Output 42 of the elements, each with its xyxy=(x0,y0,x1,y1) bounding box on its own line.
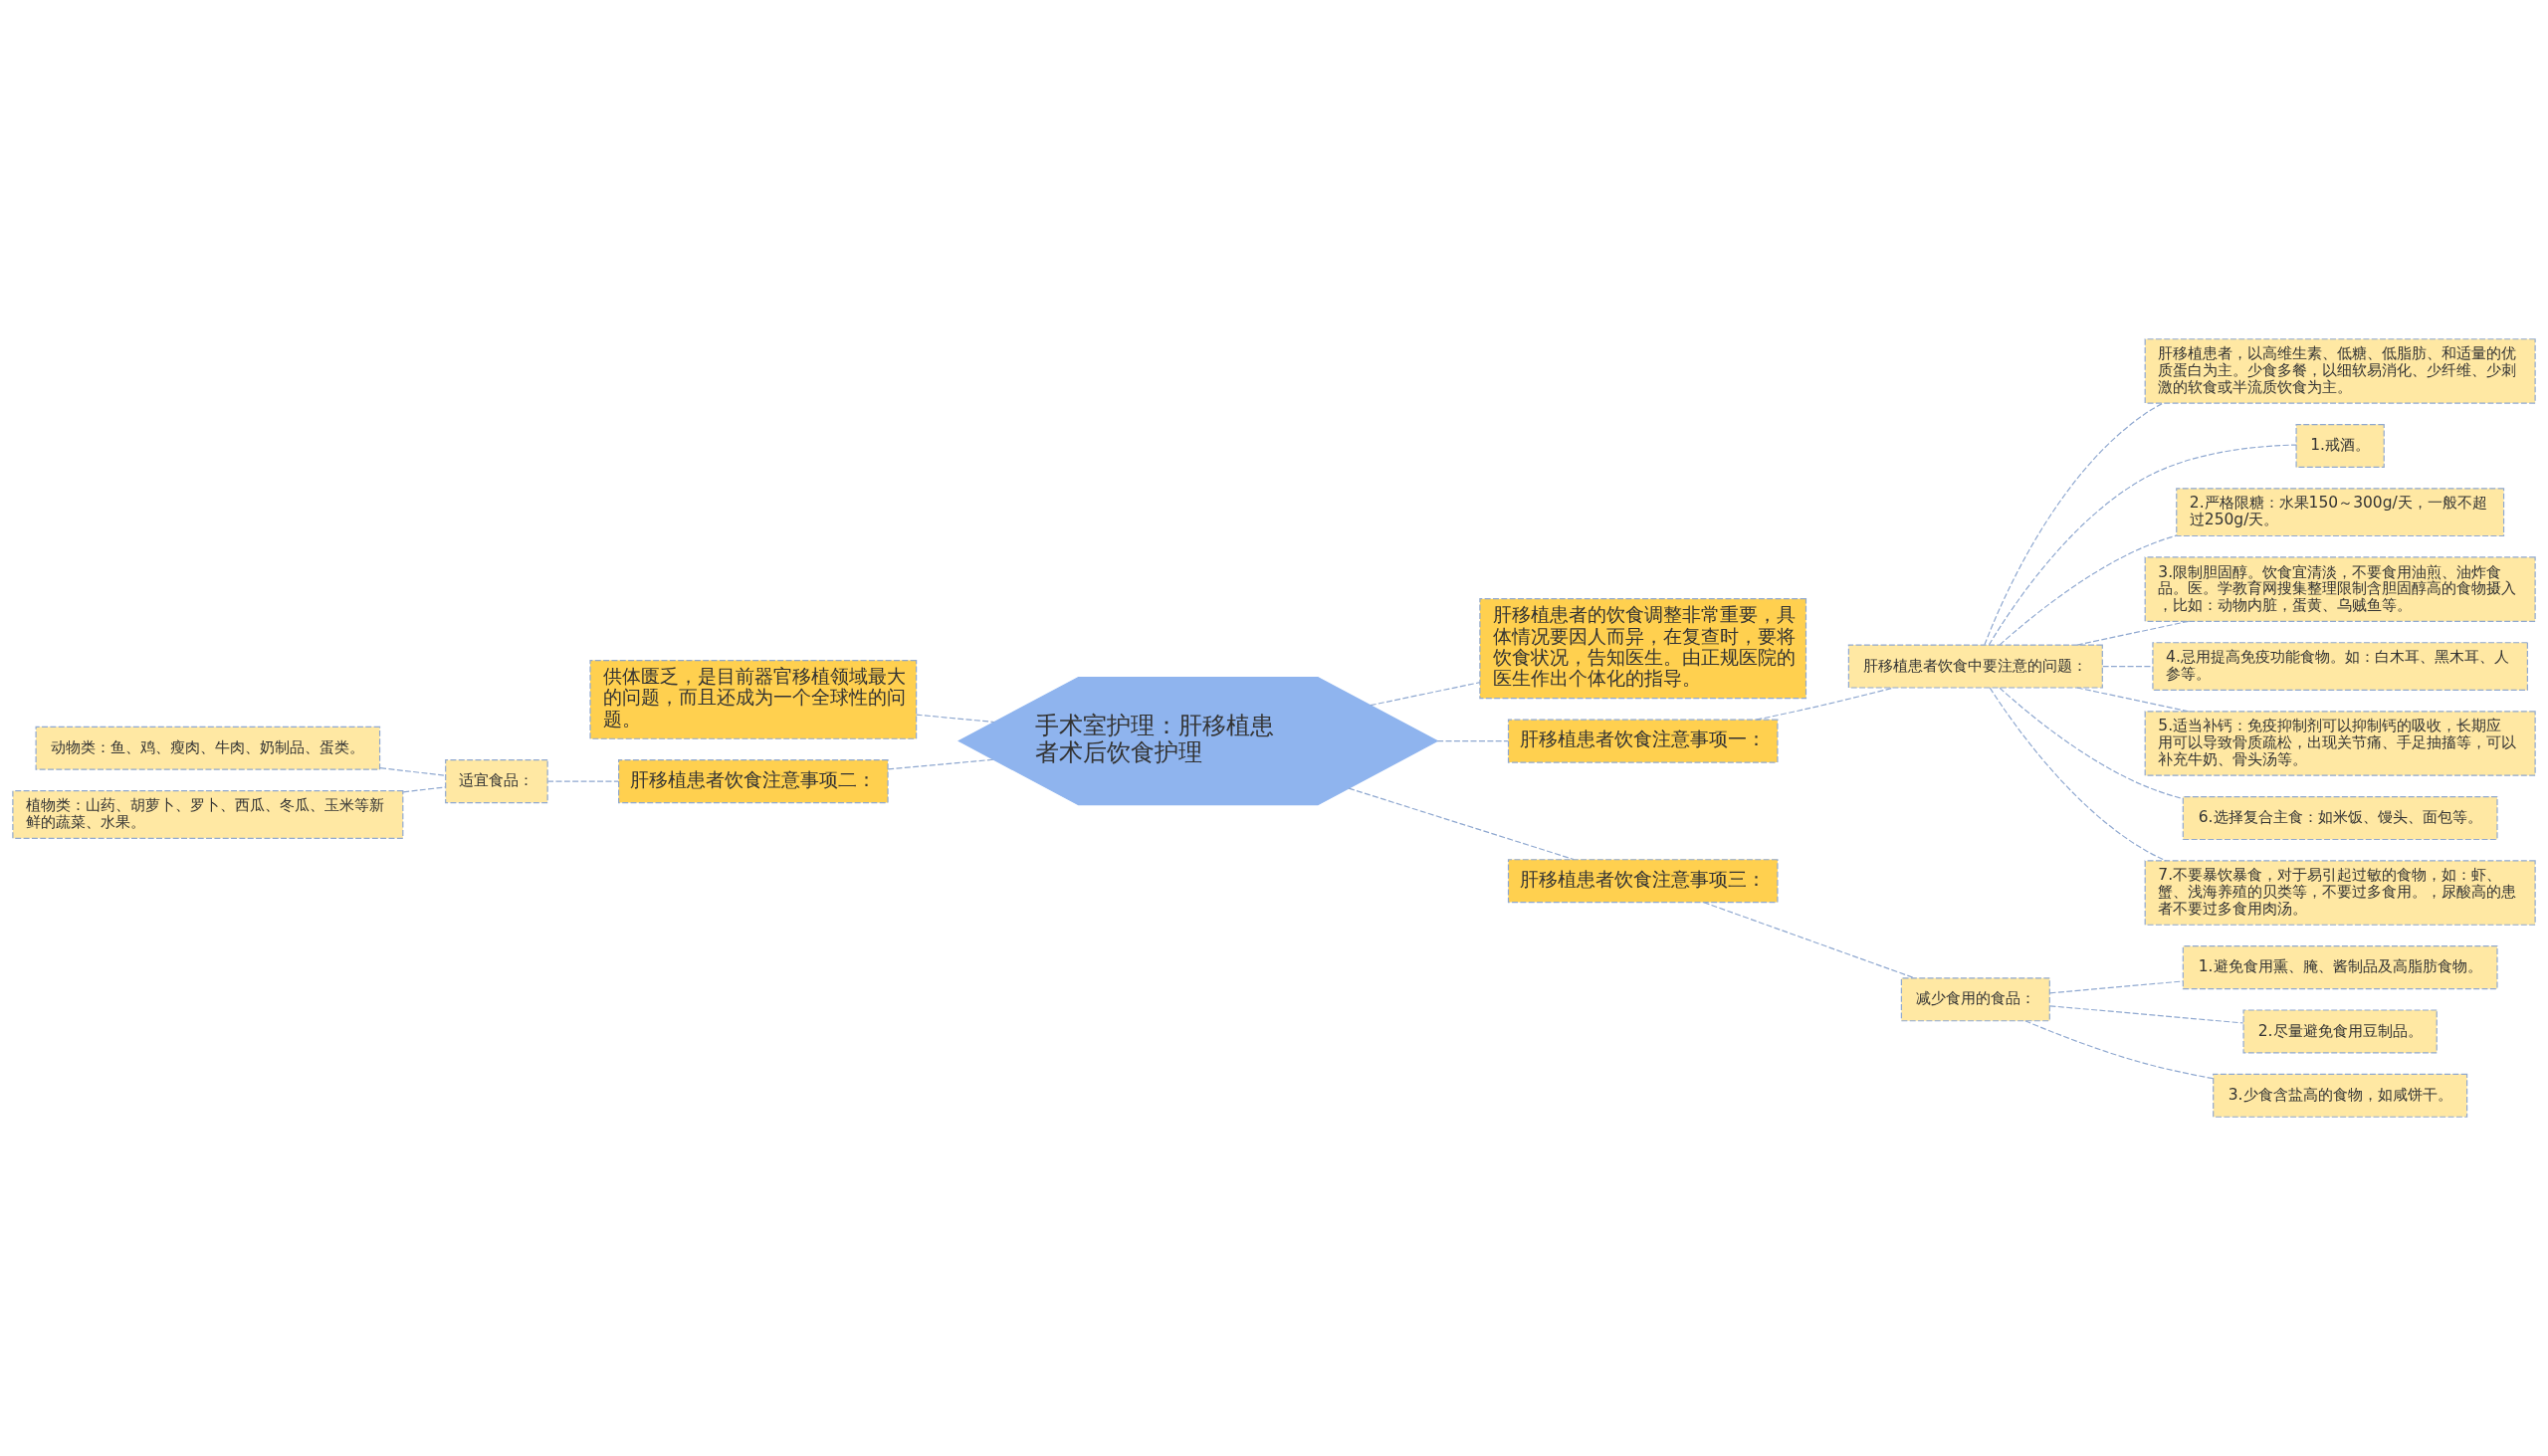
node-box: 肝移植患者饮食注意事项二： xyxy=(618,759,889,804)
connector xyxy=(1370,682,1481,707)
connector xyxy=(2076,620,2190,646)
connector xyxy=(1984,402,2164,646)
connector xyxy=(1703,902,1916,979)
connector xyxy=(1989,687,2167,862)
connector xyxy=(2024,1020,2215,1080)
connector xyxy=(1348,787,1575,861)
node-box: 1.避免食用熏、腌、酱制品及高脂肪食物。 xyxy=(2182,945,2498,990)
connector xyxy=(1755,687,1895,721)
node-box: 减少食用的食品： xyxy=(1900,977,2050,1022)
node-box: 3.限制胆固醇。饮食宜清淡，不要食用油煎、油炸食品。医。学教育网搜集整理限制含胆固醇高的食物摄入，比如：动物内脏，蛋黄、乌贼鱼等。 xyxy=(2144,556,2536,622)
connector xyxy=(379,767,446,776)
connector xyxy=(2049,1005,2244,1024)
node-box: 4.忌用提高免疫功能食物。如：白木耳、黑木耳、人参等。 xyxy=(2152,642,2528,691)
node-box: 适宜食品： xyxy=(445,759,548,804)
connector xyxy=(2076,687,2190,713)
connector xyxy=(2102,665,2154,668)
node-box: 2.严格限糖：水果150～300g/天，一般不超过250g/天。 xyxy=(2176,488,2505,537)
node-box: 1.戒酒。 xyxy=(2295,423,2385,468)
node-box: 7.不要暴饮暴食，对于易引起过敏的食物，如：虾、蟹、浅海养殖的贝类等，不要过多食用。，尿酸高的患者不要过多食用肉汤。 xyxy=(2144,860,2536,926)
node-box: 供体匮乏，是目前器官移植领域最大的问题，而且还成为一个全球性的问题。 xyxy=(589,660,918,739)
connector xyxy=(887,758,994,770)
node-box: 3.少食含盐高的食物，如咸饼干。 xyxy=(2213,1073,2468,1118)
connector xyxy=(546,780,619,782)
node-box: 肝移植患者饮食中要注意的问题： xyxy=(1847,644,2103,689)
node-box: 肝移植患者饮食注意事项三： xyxy=(1507,859,1779,904)
connector xyxy=(1999,534,2177,646)
node-box: 植物类：山药、胡萝卜、罗卜、西瓜、冬瓜、玉米等新鲜的蔬菜、水果。 xyxy=(12,790,404,839)
node-box: 5.适当补钙：免疫抑制剂可以抑制钙的吸收，长期应用可以导致骨质疏松，出现关节痛、手足抽搐等，可以补充牛奶、骨头汤等。 xyxy=(2144,711,2536,776)
connector xyxy=(916,714,995,724)
node-box: 动物类：鱼、鸡、瘦肉、牛肉、奶制品、蛋类。 xyxy=(35,726,381,770)
node-box: 肝移植患者饮食注意事项一： xyxy=(1507,719,1779,763)
node-box: 肝移植患者的饮食调整非常重要，具体情况要因人而异，在复查时，要将饮食状况，告知医生。由正规医院的医生作出个体化的指导。 xyxy=(1479,598,1807,700)
connector xyxy=(1436,740,1509,742)
node-box: 6.选择复合主食：如米饭、馒头、面包等。 xyxy=(2182,796,2498,841)
connector xyxy=(1999,687,2184,800)
node-box: 肝移植患者，以高维生素、低糖、低脂肪、和适量的优质蛋白为主。少食多餐，以细软易消化、少纤维、少刺激的软食或半流质饮食为主。 xyxy=(2144,338,2536,404)
node-box: 2.尽量避免食用豆制品。 xyxy=(2242,1009,2438,1054)
connector xyxy=(1988,444,2297,646)
connector xyxy=(402,786,446,793)
connector xyxy=(2049,980,2184,994)
